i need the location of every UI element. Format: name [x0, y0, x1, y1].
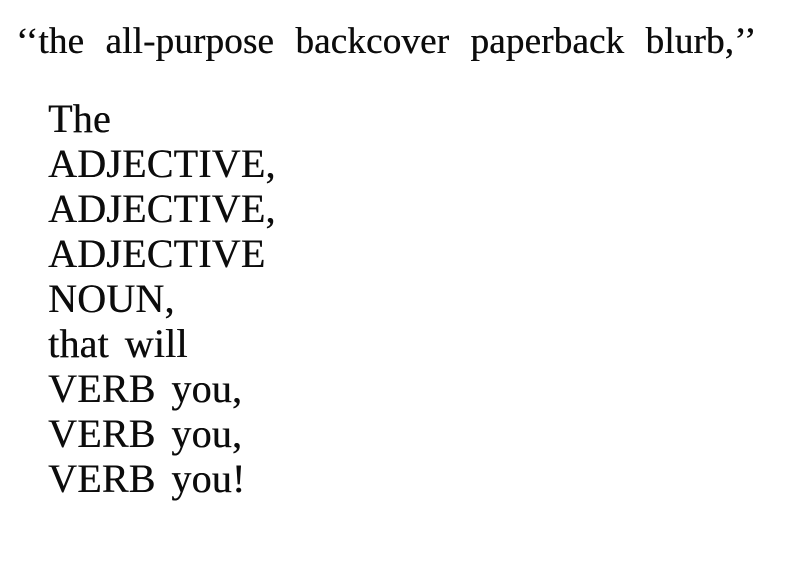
blurb-line: VERB you, — [48, 411, 243, 456]
blurb-line: ADJECTIVE — [48, 231, 266, 276]
blurb-title: ‘‘the all-purpose backcover paperback bl… — [16, 21, 757, 62]
blurb-line: ADJECTIVE, — [48, 141, 276, 186]
blurb-line: VERB you! — [48, 456, 246, 501]
blurb-template-block: The ADJECTIVE, ADJECTIVE, ADJECTIVE NOUN… — [48, 96, 276, 501]
blurb-line: that will — [48, 321, 188, 366]
blurb-line: ADJECTIVE, — [48, 186, 276, 231]
blurb-line: The — [48, 96, 111, 141]
blurb-line: VERB you, — [48, 366, 243, 411]
blurb-line: NOUN, — [48, 276, 175, 321]
